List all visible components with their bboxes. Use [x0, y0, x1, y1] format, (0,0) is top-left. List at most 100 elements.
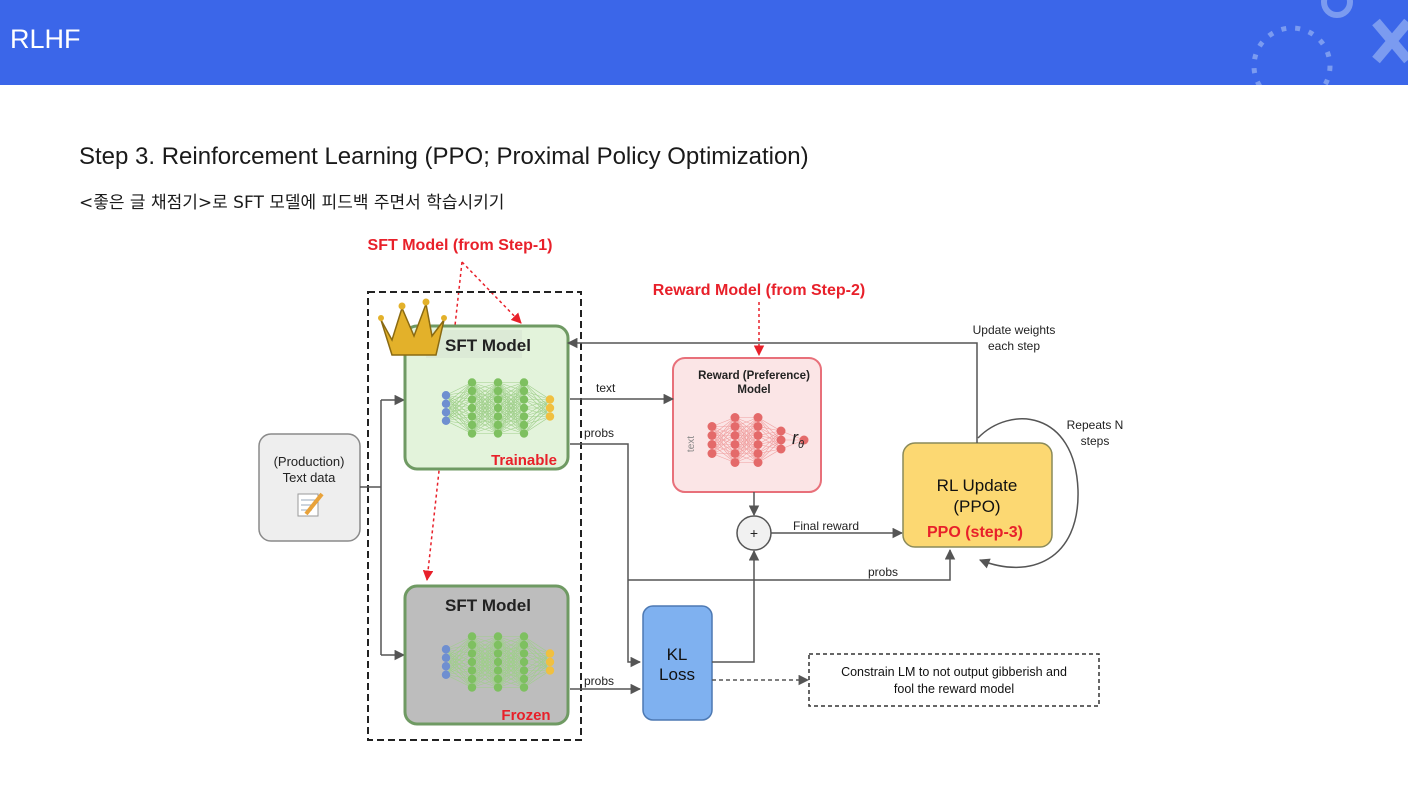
nn-edge	[497, 382, 525, 400]
repeat-label-2: steps	[1081, 434, 1110, 448]
nn-node	[753, 449, 763, 458]
nn-node	[493, 420, 503, 430]
nn-edge	[734, 426, 759, 463]
nn-node	[519, 632, 529, 641]
nn-node	[519, 420, 529, 430]
nn-edge	[445, 644, 473, 675]
nn-edge	[497, 644, 525, 688]
nn-edge	[445, 382, 473, 404]
nn-node	[493, 632, 503, 641]
nn-node	[545, 666, 555, 675]
nn-edge	[445, 416, 473, 422]
repeat-loop-edge	[977, 418, 1079, 569]
nn-edge	[523, 653, 551, 663]
nn-edge	[445, 382, 473, 421]
probs-bottom-label: probs	[584, 674, 614, 688]
nn-node	[467, 386, 477, 396]
nn-edge	[497, 661, 525, 688]
nn-node	[493, 649, 503, 658]
sft-trainable-title: SFT Model	[445, 336, 531, 355]
nn-node	[493, 395, 503, 404]
nn-node	[467, 683, 477, 692]
nn-edge	[523, 670, 551, 688]
crown-icon	[378, 298, 447, 356]
nn-node	[730, 413, 740, 422]
nn-node	[519, 429, 529, 438]
nn-node	[441, 653, 451, 662]
nn-node	[753, 413, 763, 422]
nn-edge	[497, 636, 525, 680]
final-reward-label: Final reward	[793, 519, 859, 533]
nn-edge	[445, 670, 473, 676]
nn-edge	[757, 439, 782, 463]
nn-edge	[471, 382, 499, 409]
nn-edge	[523, 653, 551, 688]
nn-edge	[497, 424, 525, 434]
nn-node	[467, 666, 477, 675]
nn-edge	[471, 636, 499, 680]
nn-edge	[471, 636, 499, 688]
rl-label-2: (PPO)	[953, 497, 1000, 516]
nn-node	[493, 640, 503, 650]
nn-node	[493, 403, 503, 413]
sft-annotation-arrow-bottom	[422, 261, 463, 582]
text-edge-label: text	[596, 381, 616, 395]
nn-node	[519, 412, 529, 421]
nn-edge	[523, 653, 551, 680]
nn-edge	[497, 678, 525, 688]
nn-edge	[734, 444, 759, 463]
neural-network-icon-reward	[707, 413, 809, 467]
nn-node	[493, 683, 503, 692]
nn-edge	[497, 416, 525, 434]
nn-edge	[523, 407, 551, 434]
nn-node	[730, 449, 740, 458]
header-title: RLHF	[10, 24, 81, 54]
nn-edge	[734, 417, 759, 445]
sft-frozen-title: SFT Model	[445, 596, 531, 615]
input-text-box	[258, 433, 361, 542]
nn-node	[707, 431, 717, 440]
nn-node	[519, 378, 529, 387]
kl-label-2: Loss	[659, 665, 695, 684]
reward-label-2: Model	[737, 384, 770, 396]
nn-edge	[757, 430, 782, 463]
nn-edge	[757, 430, 782, 454]
nn-edge	[497, 636, 525, 671]
nn-edge	[471, 382, 499, 426]
nn-node	[519, 395, 529, 404]
nn-node	[545, 657, 555, 667]
nn-edge	[734, 417, 759, 454]
nn-edge	[523, 390, 551, 400]
kl-loss-box	[642, 605, 713, 721]
nn-node	[707, 440, 717, 449]
nn-edge	[471, 678, 499, 688]
nn-node	[730, 422, 740, 431]
repeat-label-1: Repeats N	[1067, 418, 1124, 432]
nn-edge	[445, 407, 473, 422]
nn-node	[776, 426, 786, 436]
nn-node	[519, 640, 529, 650]
nn-edge	[523, 399, 551, 426]
nn-node	[493, 386, 503, 396]
nn-node	[776, 444, 786, 454]
nn-node	[545, 395, 555, 404]
nn-edge	[445, 636, 473, 650]
constraint-label-2: fool the reward model	[894, 682, 1014, 696]
nn-edge	[734, 435, 759, 463]
slide-title: Step 3. Reinforcement Learning (PPO; Pro…	[79, 143, 809, 170]
nn-node	[519, 386, 529, 396]
nn-edge	[497, 653, 525, 688]
nn-edge	[711, 417, 736, 436]
nn-edge	[471, 644, 499, 688]
nn-edge	[471, 382, 499, 392]
nn-edge	[497, 382, 525, 417]
nn-edge	[523, 399, 551, 434]
nn-edge	[471, 661, 499, 688]
rl-label-3: PPO (step-3)	[927, 524, 1023, 541]
nn-node	[493, 429, 503, 438]
nn-edge	[445, 420, 473, 426]
nn-node	[441, 408, 451, 417]
nn-node	[753, 440, 763, 449]
nn-edge	[471, 424, 499, 434]
nn-edge	[497, 636, 525, 646]
